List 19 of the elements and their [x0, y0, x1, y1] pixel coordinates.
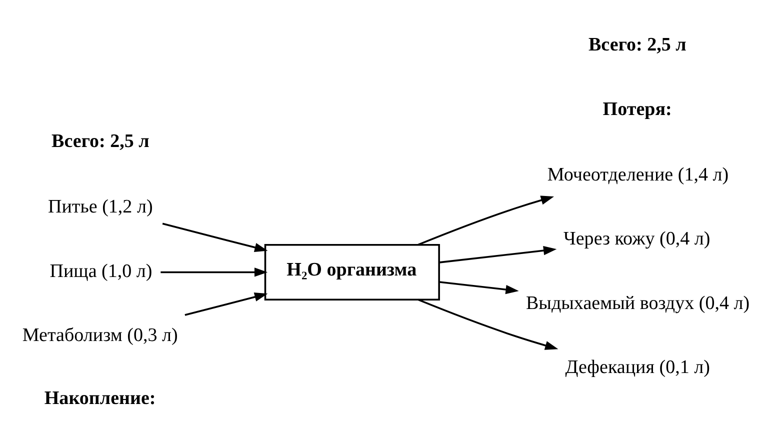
arrow — [439, 281, 519, 294]
node-text: Питье (1,2 л) — [48, 196, 153, 218]
arrow — [184, 292, 268, 316]
node-text: Через кожу (0,4 л) — [563, 228, 710, 250]
label: Накопление: — [44, 388, 156, 410]
arrow — [418, 196, 554, 246]
node-text: Мочеотделение (1,4 л) — [547, 164, 729, 186]
arrow — [439, 246, 557, 264]
arrow — [162, 222, 268, 252]
node-text: Метаболизм (0,3 л) — [22, 325, 178, 346]
arrow — [160, 268, 268, 277]
label: Всего: 2,5 л — [588, 34, 686, 56]
label: Потеря: — [602, 98, 672, 120]
node-box: H₂O организма — [264, 244, 440, 300]
node-text: Выдыхаемый воздух (0,4 л) — [526, 292, 750, 314]
node-text: Пища (1,0 л) — [50, 260, 152, 282]
label: Всего: 2,5 л — [52, 130, 150, 152]
node-text: Дефекация (0,1 л) — [565, 357, 710, 378]
arrow — [418, 298, 558, 350]
